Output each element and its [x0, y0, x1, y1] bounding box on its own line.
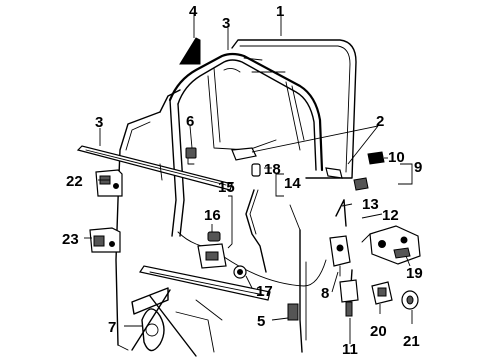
belt-weatherstrip — [76, 145, 233, 191]
grommet — [233, 265, 247, 279]
callout-6: 6 — [186, 113, 194, 130]
vent-corner-piece — [179, 37, 201, 65]
inside-handle — [197, 243, 227, 269]
lower-hinge — [89, 227, 121, 253]
clip-18 — [251, 163, 261, 177]
callout-3: 3 — [222, 15, 230, 32]
callout-14: 14 — [284, 175, 301, 192]
callout-21: 21 — [403, 333, 420, 350]
callout-9: 9 — [414, 159, 422, 176]
callout-10: 10 — [388, 149, 405, 166]
rod-clip-9 — [353, 177, 369, 191]
lock-cylinder-cap — [401, 290, 419, 310]
lock-rod — [245, 189, 267, 273]
callout-11: 11 — [342, 341, 358, 358]
lock-rod-11 — [339, 199, 359, 317]
callout-20: 20 — [370, 323, 387, 340]
glass-channel-pads — [231, 147, 343, 179]
frame-clip — [185, 147, 197, 165]
upper-hinge — [95, 169, 123, 197]
window-regulator — [131, 287, 223, 357]
remote-cable — [177, 231, 327, 287]
callout-12: 12 — [382, 207, 399, 224]
lock-cylinder-housing — [371, 281, 393, 305]
callout-15: 15 — [218, 179, 235, 196]
callout-13: 13 — [362, 196, 379, 213]
leader-lines — [84, 14, 413, 344]
handle-bezel — [207, 231, 221, 242]
callout-labels: 1 2 3 3 4 5 6 7 8 9 10 11 12 13 14 15 16… — [62, 3, 423, 358]
callout-16: 16 — [204, 207, 221, 224]
callout-1: 1 — [276, 3, 284, 20]
callout-22: 22 — [66, 173, 83, 190]
callout-7: 7 — [108, 319, 116, 336]
door-latch — [329, 235, 351, 277]
callout-23: 23 — [62, 231, 79, 248]
lock-actuator — [361, 225, 421, 265]
callout-2: 2 — [376, 113, 384, 130]
rod-clip-10 — [367, 151, 385, 165]
callout-18: 18 — [264, 161, 281, 178]
lower-glass-channel — [139, 265, 299, 321]
callout-4: 4 — [189, 3, 198, 20]
callout-19: 19 — [406, 265, 423, 282]
run-channel — [168, 52, 324, 237]
callout-5: 5 — [257, 313, 265, 330]
outside-handle-rod — [335, 199, 345, 217]
window-glass — [231, 39, 357, 179]
callout-17: 17 — [256, 283, 273, 300]
callout-8: 8 — [321, 285, 329, 302]
callout-3-left: 3 — [95, 114, 103, 131]
